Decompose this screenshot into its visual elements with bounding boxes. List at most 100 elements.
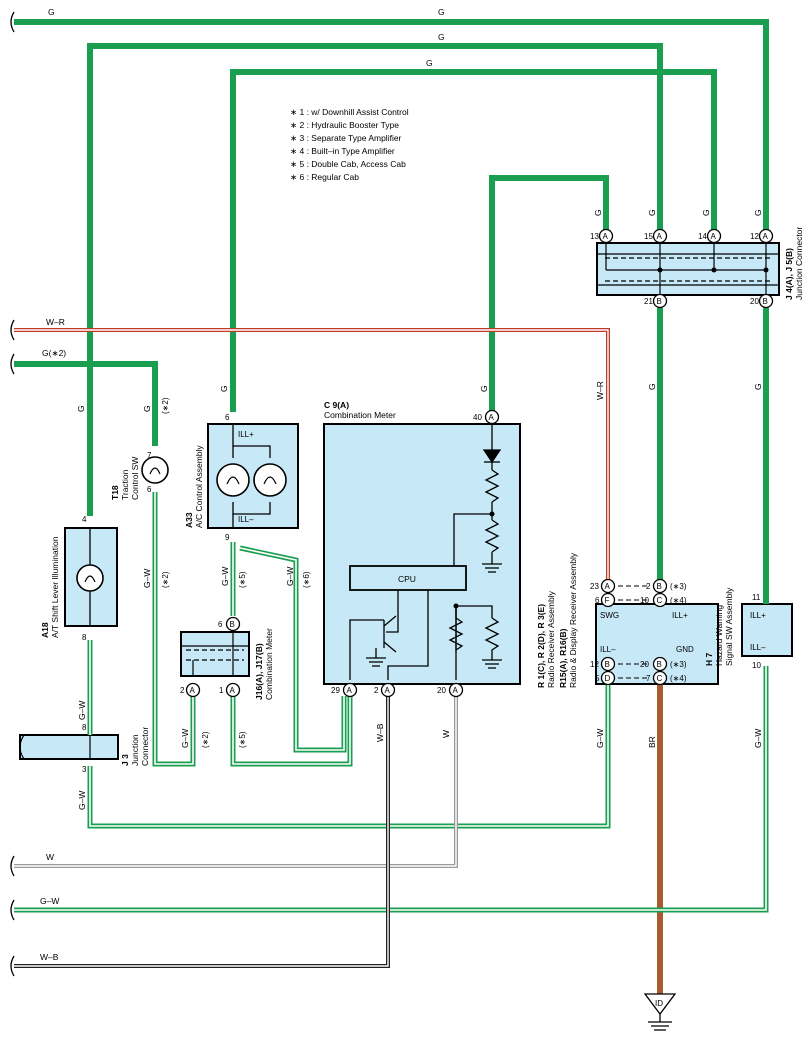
note-4: ∗ 4 : Built–in Type Amplifier (290, 146, 395, 156)
combination-meter-box (323, 423, 521, 685)
radio-swg: SWG (600, 611, 619, 620)
svg-text:40: 40 (473, 413, 482, 422)
svg-text:A: A (605, 582, 611, 591)
traction-lamp (141, 456, 169, 484)
pin-r-20: B (652, 656, 668, 672)
svg-text:G: G (701, 209, 711, 216)
radio-name2: Radio & Display Receiver Assembly (568, 552, 578, 688)
ac-control-id: A33 (184, 512, 194, 528)
junction-top-name: Junction Connector (794, 227, 804, 300)
j3-name2: Connector (140, 727, 150, 766)
svg-text:29: 29 (331, 686, 340, 695)
cpu-label: CPU (398, 574, 416, 584)
svg-text:6: 6 (225, 413, 230, 422)
svg-text:G: G (438, 7, 445, 17)
svg-text:14: 14 (698, 232, 707, 241)
svg-text:BR: BR (647, 736, 657, 748)
junction-top-id: J 4(A), J 5(B) (784, 248, 794, 300)
svg-text:10: 10 (640, 596, 649, 605)
lamp-icon (253, 463, 287, 497)
svg-text:G: G (142, 405, 152, 412)
svg-text:C: C (657, 674, 663, 683)
ac-control-name: A/C Control Assembly (194, 445, 204, 528)
svg-text:W–B: W–B (40, 952, 59, 962)
radio-id2: R15(A), R16(B) (558, 628, 568, 688)
pin-r-2: B (652, 578, 668, 594)
svg-text:A: A (190, 686, 196, 695)
wire-g-top4 (489, 175, 609, 412)
pin-numbers: 13 15 14 12 21 20 40 29 2 20 6 9 7 6 4 8… (82, 232, 761, 774)
svg-text:D: D (605, 674, 611, 683)
pin-j16-2: A (185, 682, 201, 698)
svg-text:(∗2): (∗2) (161, 397, 170, 414)
svg-text:(∗4): (∗4) (670, 674, 687, 683)
combination-meter-id: C 9(A) (324, 400, 349, 410)
svg-text:G: G (426, 58, 433, 68)
pin-j4-13: A (598, 228, 614, 244)
pin-r-6: F (600, 592, 616, 608)
svg-text:2: 2 (374, 686, 379, 695)
wire-ends (10, 11, 15, 977)
combination-meter-j16-box (180, 631, 250, 677)
wire-g-top1 (14, 19, 769, 232)
note-3: ∗ 3 : Separate Type Amplifier (290, 133, 402, 143)
j16-internals (181, 632, 249, 676)
j3-name1: Junction (130, 734, 140, 766)
svg-text:(∗5): (∗5) (238, 571, 247, 588)
svg-text:15: 15 (644, 232, 653, 241)
hazard-id: H 7 (704, 653, 714, 667)
j16-name: Combination Meter (264, 628, 274, 700)
svg-text:12: 12 (750, 232, 759, 241)
radio-ill-minus: ILL– (600, 645, 616, 654)
lamp-icon (216, 463, 250, 497)
svg-text:G–W: G–W (77, 791, 87, 810)
svg-text:G–W: G–W (180, 729, 190, 748)
pin-meter-20: A (448, 682, 464, 698)
lamp-icon (76, 564, 104, 592)
radio-gnd: GND (676, 645, 694, 654)
pin-r-7: C (652, 670, 668, 686)
svg-text:20: 20 (750, 297, 759, 306)
svg-text:G: G (593, 209, 603, 216)
svg-text:2: 2 (646, 582, 651, 591)
svg-text:B: B (657, 582, 662, 591)
svg-text:6: 6 (218, 620, 223, 629)
note-6: ∗ 6 : Regular Cab (290, 172, 359, 182)
hazard-ill-plus: ILL+ (750, 611, 766, 620)
wire-g2 (14, 361, 158, 446)
radio-ill-plus: ILL+ (672, 611, 688, 620)
j3-internals (19, 734, 91, 760)
svg-text:(∗5): (∗5) (238, 731, 247, 748)
svg-text:G–W: G–W (595, 729, 605, 748)
pin-r-23: A (600, 578, 616, 594)
pin-j4-12: A (758, 228, 774, 244)
svg-text:20: 20 (640, 660, 649, 669)
traction-name2: Control SW (130, 457, 140, 500)
svg-text:G: G (219, 385, 229, 392)
svg-text:C: C (657, 596, 663, 605)
svg-text:7: 7 (147, 451, 152, 460)
pin-j16-1: A (225, 682, 241, 698)
svg-text:B: B (763, 297, 768, 306)
svg-text:A: A (347, 686, 353, 695)
svg-text:12: 12 (590, 660, 599, 669)
pin-j16-6: B (225, 616, 241, 632)
ground-label: ID (655, 999, 663, 1008)
svg-text:1: 1 (219, 686, 224, 695)
svg-text:G: G (76, 405, 86, 412)
svg-text:A: A (657, 232, 663, 241)
combination-meter-name: Combination Meter (324, 410, 396, 420)
svg-text:8: 8 (82, 723, 87, 732)
svg-text:A: A (453, 686, 459, 695)
meter-dots (453, 511, 495, 609)
svg-text:2: 2 (180, 686, 185, 695)
svg-text:9: 9 (225, 533, 230, 542)
svg-text:G: G (438, 32, 445, 42)
hazard-name1: Hazard Warning (714, 605, 724, 666)
svg-text:B: B (657, 660, 662, 669)
ground-symbol (643, 993, 677, 1031)
svg-text:5: 5 (595, 674, 600, 683)
wire-g-top3 (230, 69, 717, 412)
ac-ill-minus: ILL– (238, 515, 254, 524)
